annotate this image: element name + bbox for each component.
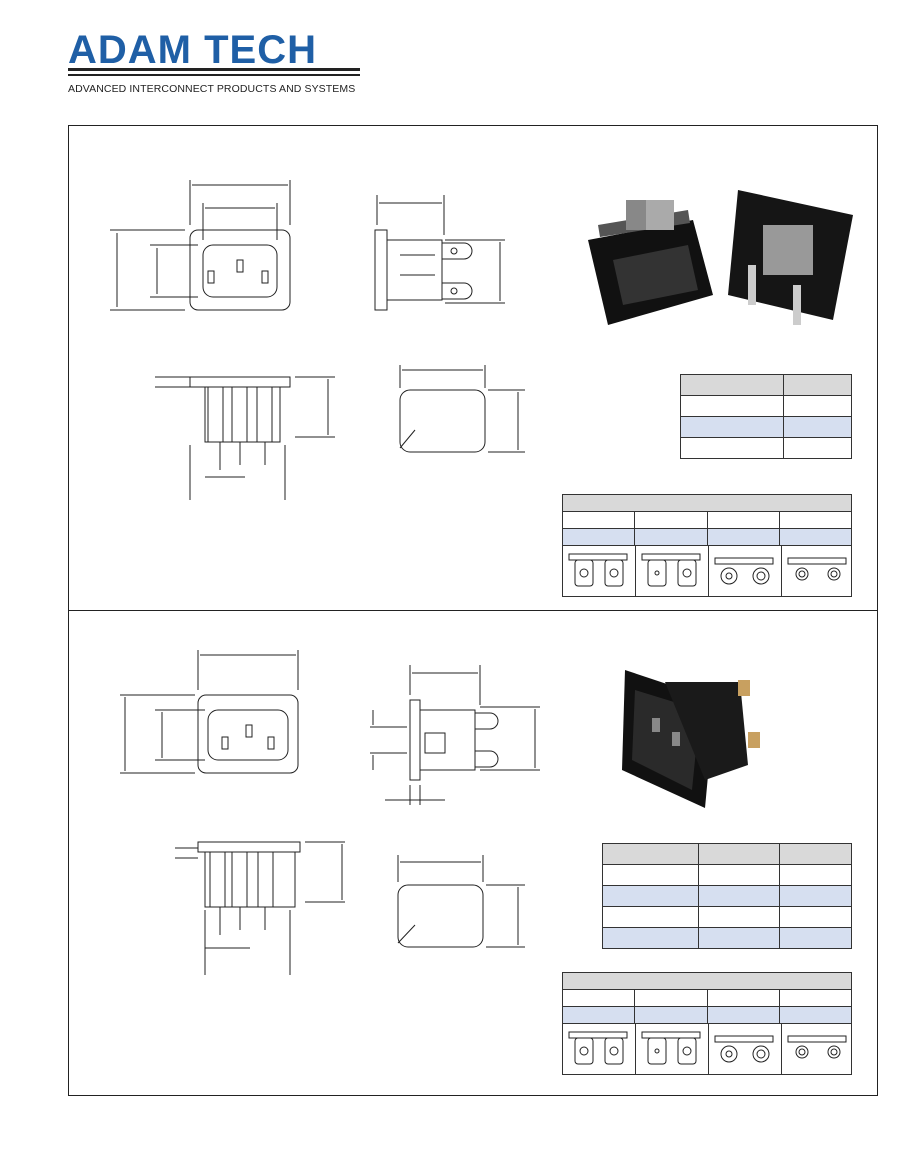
terminal-style-4 xyxy=(782,546,854,596)
terminal-style-3 xyxy=(709,1024,782,1074)
bottom-view-drawing-1 xyxy=(155,376,335,500)
terminal-style-4 xyxy=(782,1024,854,1074)
product-panel-bottom xyxy=(68,610,878,1096)
bottom-view-drawing-2 xyxy=(175,841,345,975)
product-panel-top xyxy=(68,125,878,611)
panel-cutout-drawing-2 xyxy=(397,855,525,948)
terminal-options-table-2 xyxy=(562,972,852,1075)
side-view-drawing-2 xyxy=(370,665,540,805)
terminal-options-table-1 xyxy=(562,494,852,597)
product-photo-2 xyxy=(622,670,760,808)
front-view-drawing-1 xyxy=(110,180,291,311)
terminal-style-2 xyxy=(636,1024,709,1074)
product-photo-1 xyxy=(588,190,853,325)
terminal-style-1 xyxy=(563,1024,636,1074)
spec-table-1 xyxy=(680,374,852,459)
terminal-style-3 xyxy=(709,546,782,596)
company-tagline: ADVANCED INTERCONNECT PRODUCTS AND SYSTE… xyxy=(68,83,356,95)
spec-table-2 xyxy=(602,843,852,949)
front-view-drawing-2 xyxy=(120,650,299,774)
side-view-drawing-1 xyxy=(374,195,505,311)
terminal-style-1 xyxy=(563,546,636,596)
panel-cutout-drawing-1 xyxy=(399,365,525,453)
terminal-style-2 xyxy=(636,546,709,596)
adam-tech-logo: ADAM TECH xyxy=(68,30,360,76)
logo-wordmark: ADAM TECH xyxy=(68,30,317,72)
